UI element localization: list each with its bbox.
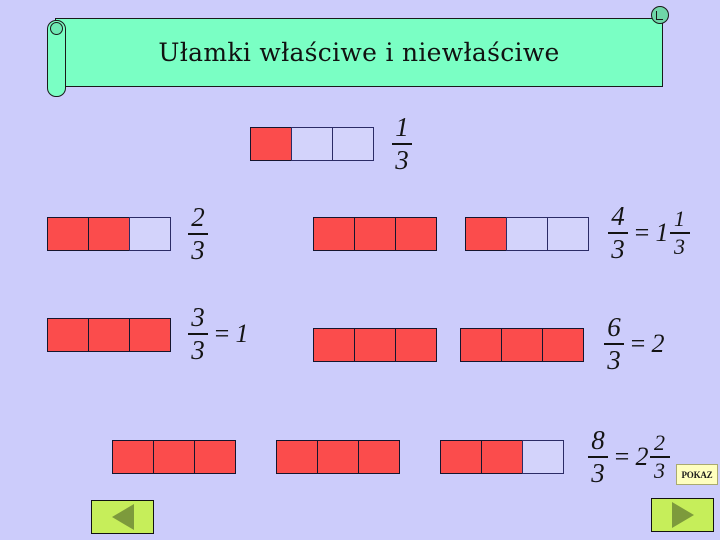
fraction-numerator: 2: [191, 202, 205, 232]
fraction-bar: [250, 127, 374, 161]
triangle-right-icon: [671, 502, 694, 528]
bar-cell-filled: [194, 440, 236, 474]
fraction-line: [604, 343, 624, 345]
fraction: 2 3: [188, 204, 208, 264]
banner-right-knob-icon: [651, 6, 669, 24]
fraction: 1 3: [392, 114, 412, 174]
banner-right-tick-icon: [656, 11, 663, 20]
bar-cell-filled: [395, 217, 437, 251]
bar-cell-filled: [354, 328, 396, 362]
fraction-expression: 1 3: [392, 112, 412, 176]
fraction-line: [608, 232, 628, 234]
fraction-denominator: 3: [591, 458, 605, 488]
fraction-numerator: 1: [395, 112, 409, 142]
fraction-bar: [47, 318, 171, 352]
whole-number: 1: [655, 218, 669, 247]
bar-cell-filled: [481, 440, 523, 474]
fraction: 6 3: [604, 314, 624, 374]
fraction-denominator: 3: [607, 345, 621, 375]
bar-cell-filled: [47, 318, 89, 352]
fraction-denominator: 3: [674, 234, 686, 259]
bar-cell-empty: [506, 217, 548, 251]
fraction-numerator: 1: [674, 206, 686, 231]
bar-cell-filled: [88, 318, 130, 352]
bar-cell-filled: [542, 328, 584, 362]
fraction-expression: 8 3 = 2 2 3: [588, 424, 670, 490]
page-title: Ułamki właściwe i niewłaściwe: [158, 38, 560, 67]
fraction-line: [188, 333, 208, 335]
fraction-bar: [276, 440, 400, 474]
fraction-bar: [112, 440, 236, 474]
triangle-left-icon: [111, 504, 134, 530]
equals-sign: =: [613, 442, 631, 471]
whole-number: 2: [651, 329, 665, 358]
fraction-line: [188, 233, 208, 235]
bar-cell-filled: [501, 328, 543, 362]
fraction-numerator: 3: [191, 302, 205, 332]
fraction-expression: 3 3 = 1: [188, 302, 250, 366]
whole-number: 2: [635, 442, 649, 471]
bar-cell-empty: [291, 127, 333, 161]
fraction-bar: [440, 440, 564, 474]
bar-cell-filled: [313, 217, 355, 251]
fraction-denominator: 3: [191, 235, 205, 265]
fraction-denominator: 3: [654, 458, 666, 483]
bar-cell-filled: [395, 328, 437, 362]
bar-cell-empty: [129, 217, 171, 251]
title-banner: Ułamki właściwe i niewłaściwe: [47, 6, 672, 101]
bar-cell-filled: [313, 328, 355, 362]
bar-cell-filled: [460, 328, 502, 362]
bar-cell-filled: [354, 217, 396, 251]
fraction-bar: [313, 217, 437, 251]
fraction-numerator: 4: [611, 201, 625, 231]
equals-sign: =: [213, 319, 231, 348]
fraction: 3 3: [188, 304, 208, 364]
fraction-bar: [460, 328, 584, 362]
bar-cell-filled: [112, 440, 154, 474]
mixed-fraction: 1 3: [669, 206, 690, 259]
fraction-denominator: 3: [611, 234, 625, 264]
bar-cell-filled: [440, 440, 482, 474]
fraction-expression: 2 3: [188, 202, 208, 266]
banner-left-scroll-curl: [47, 20, 66, 97]
next-slide-button[interactable]: [651, 498, 714, 532]
pokaz-button[interactable]: POKAZ: [676, 464, 718, 485]
banner-body: [55, 18, 663, 87]
fraction-line: [392, 143, 412, 145]
bar-cell-filled: [88, 217, 130, 251]
bar-cell-empty: [547, 217, 589, 251]
fraction-expression: 6 3 = 2: [604, 312, 666, 376]
fraction-bar: [465, 217, 589, 251]
banner-left-knob-icon: [50, 22, 63, 35]
bar-cell-filled: [47, 217, 89, 251]
fraction-bar: [47, 217, 171, 251]
fraction-denominator: 3: [395, 145, 409, 175]
equals-sign: =: [629, 329, 647, 358]
fraction-bar: [313, 328, 437, 362]
bar-cell-filled: [358, 440, 400, 474]
bar-cell-empty: [522, 440, 564, 474]
fraction-line: [588, 456, 608, 458]
mixed-fraction: 2 3: [649, 430, 670, 483]
bar-cell-filled: [317, 440, 359, 474]
fraction-line: [649, 456, 670, 458]
bar-cell-filled: [129, 318, 171, 352]
fraction-expression: 4 3 = 1 1 3: [608, 200, 690, 266]
bar-cell-filled: [250, 127, 292, 161]
equals-sign: =: [633, 218, 651, 247]
bar-cell-empty: [332, 127, 374, 161]
bar-cell-filled: [465, 217, 507, 251]
fraction-numerator: 8: [591, 425, 605, 455]
whole-number: 1: [235, 319, 249, 348]
fraction-numerator: 2: [654, 430, 666, 455]
fraction-line: [669, 232, 690, 234]
previous-slide-button[interactable]: [91, 500, 154, 534]
bar-cell-filled: [276, 440, 318, 474]
bar-cell-filled: [153, 440, 195, 474]
fraction-denominator: 3: [191, 335, 205, 365]
fraction-numerator: 6: [607, 312, 621, 342]
fraction: 4 3: [608, 203, 628, 263]
fraction: 8 3: [588, 427, 608, 487]
